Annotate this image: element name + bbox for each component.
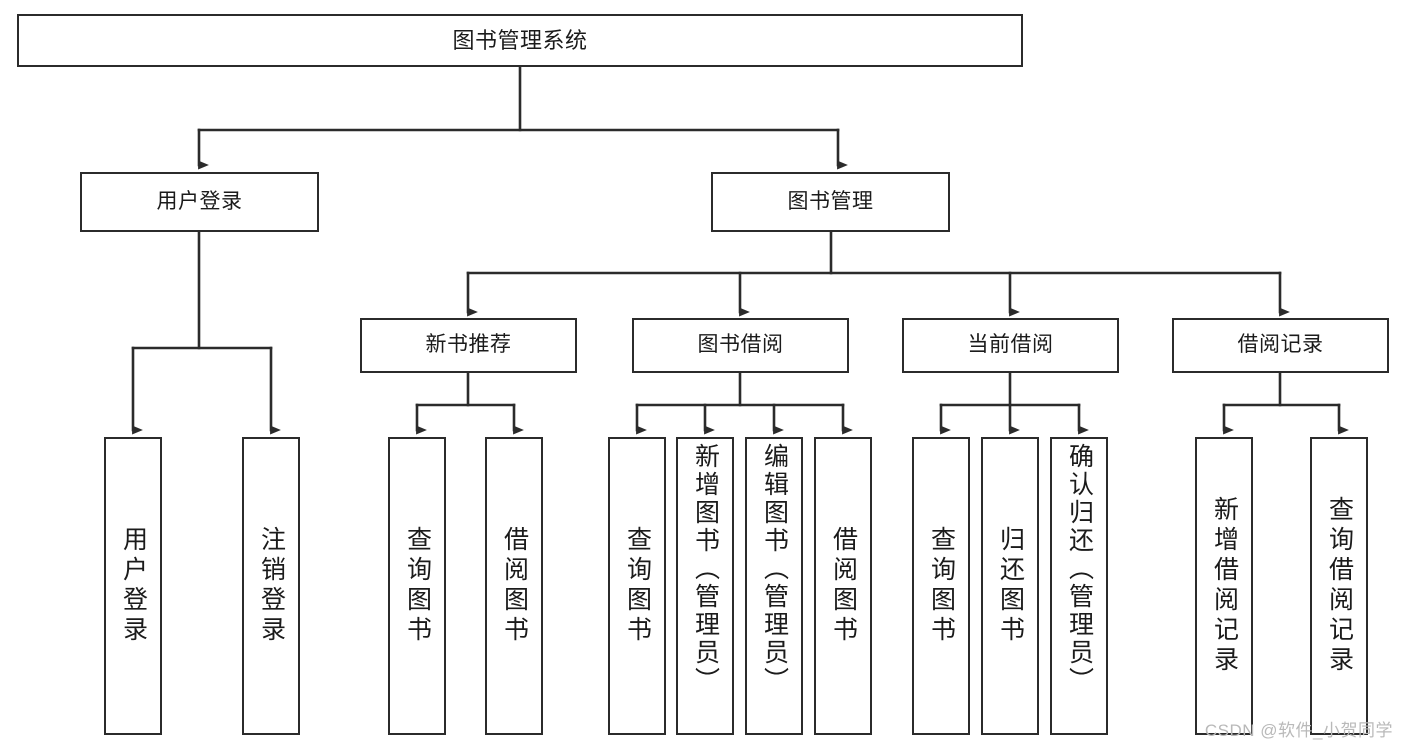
leaf-user-login[interactable]: 用户登录 <box>104 437 162 735</box>
leaf-confirm-return-admin[interactable]: 确认归还（管理员） <box>1050 437 1108 735</box>
node-label: 用户登录 <box>119 526 148 646</box>
node-user-login[interactable]: 用户登录 <box>80 172 319 232</box>
leaf-borrow-book-recommend[interactable]: 借阅图书 <box>485 437 543 735</box>
leaf-return-book[interactable]: 归还图书 <box>981 437 1039 735</box>
leaf-query-book-recommend[interactable]: 查询图书 <box>388 437 446 735</box>
leaf-query-borrow-record[interactable]: 查询借阅记录 <box>1310 437 1368 735</box>
node-book-borrow[interactable]: 图书借阅 <box>632 318 849 373</box>
node-label: 查询图书 <box>403 526 432 646</box>
node-label: 查询图书 <box>623 526 652 646</box>
node-label: 查询借阅记录 <box>1325 496 1354 676</box>
leaf-query-book-current[interactable]: 查询图书 <box>912 437 970 735</box>
node-label: 图书借阅 <box>697 333 784 357</box>
leaf-add-book-admin[interactable]: 新增图书（管理员） <box>676 437 734 735</box>
leaf-query-book-borrow[interactable]: 查询图书 <box>608 437 666 735</box>
node-label: 归还图书 <box>996 526 1025 646</box>
node-root-system[interactable]: 图书管理系统 <box>17 14 1023 67</box>
node-label: 借阅图书 <box>500 526 529 646</box>
node-label: 新书推荐 <box>425 333 512 357</box>
leaf-edit-book-admin[interactable]: 编辑图书（管理员） <box>745 437 803 735</box>
node-label: 注销登录 <box>257 526 286 646</box>
node-label: 图书管理 <box>787 189 874 213</box>
leaf-user-logout[interactable]: 注销登录 <box>242 437 300 735</box>
node-label: 图书管理系统 <box>452 27 588 53</box>
node-label: 编辑图书（管理员） <box>760 443 789 695</box>
node-borrow-record[interactable]: 借阅记录 <box>1172 318 1389 373</box>
node-new-book-recommend[interactable]: 新书推荐 <box>360 318 577 373</box>
node-label: 新增借阅记录 <box>1210 496 1239 676</box>
csdn-watermark: CSDN @软件_小贺同学 <box>1204 721 1393 740</box>
node-book-management[interactable]: 图书管理 <box>711 172 950 232</box>
node-label: 查询图书 <box>927 526 956 646</box>
leaf-add-borrow-record[interactable]: 新增借阅记录 <box>1195 437 1253 735</box>
node-label: 确认归还（管理员） <box>1065 443 1094 695</box>
node-label: 新增图书（管理员） <box>691 443 720 695</box>
node-label: 用户登录 <box>156 189 243 213</box>
node-label: 借阅图书 <box>829 526 858 646</box>
node-label: 当前借阅 <box>967 333 1054 357</box>
node-label: 借阅记录 <box>1237 333 1324 357</box>
node-current-borrow[interactable]: 当前借阅 <box>902 318 1119 373</box>
leaf-borrow-book[interactable]: 借阅图书 <box>814 437 872 735</box>
